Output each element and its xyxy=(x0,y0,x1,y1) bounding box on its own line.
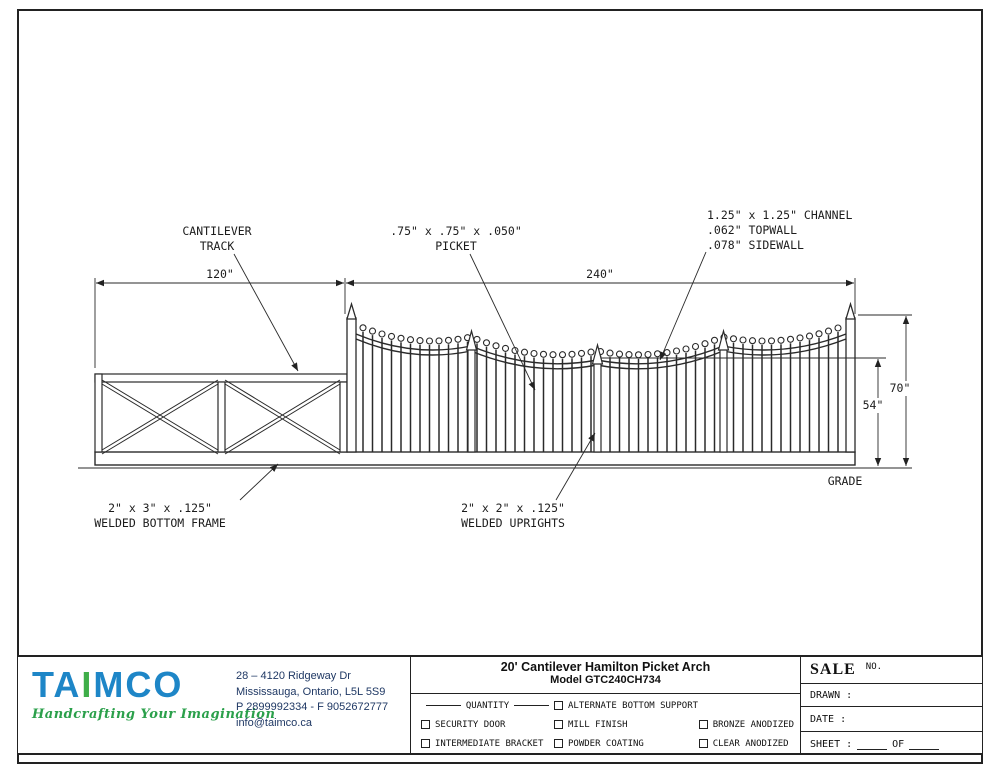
bottom-frame-label-line2: WELDED BOTTOM FRAME xyxy=(94,516,226,530)
checkbox-alternate-bottom-support xyxy=(553,701,563,710)
dim-track-width-label: 120" xyxy=(206,267,234,281)
checkbox-clear-anodized xyxy=(698,739,708,748)
option-alternate-bottom-support: ALTERNATE BOTTOM SUPPORT xyxy=(553,696,699,715)
uprights-leader xyxy=(555,432,596,501)
gate-drawing xyxy=(78,301,912,469)
logo-text-accent: I xyxy=(81,664,94,705)
checkbox-mill-finish xyxy=(553,720,563,729)
option-clear-anodized: CLEAR ANODIZED xyxy=(698,734,794,753)
option-label: BRONZE ANODIZED xyxy=(712,719,794,730)
pickets xyxy=(359,324,842,452)
bottom-frame-leader xyxy=(239,463,279,501)
quantity-rule-right xyxy=(514,705,549,706)
bottom-frame-label-line1: 2" x 3" x .125" xyxy=(108,501,212,515)
address-line-city: Mississauga, Ontario, L5L 5S9 xyxy=(236,685,386,698)
quantity-label: QUANTITY xyxy=(465,700,510,711)
checkbox-security-door xyxy=(421,720,430,729)
option-intermediate-bracket: INTERMEDIATE BRACKET xyxy=(421,734,554,753)
drawing-labels: 120" 240" 70" 54" CANTILEVER TRACK .75" … xyxy=(94,208,910,530)
dim-picket-height-label: 54" xyxy=(863,398,884,412)
dim-70-label-bg xyxy=(886,381,914,396)
sale-label: SALE xyxy=(810,661,856,678)
company-address: 28 – 4120 Ridgeway Dr Mississauga, Ontar… xyxy=(236,669,388,731)
sale-no-label: NO. xyxy=(865,661,883,672)
option-powder-coating: POWDER COATING xyxy=(553,734,699,753)
cantilever-track-label-line2: TRACK xyxy=(200,239,235,253)
checkbox-bronze-anodized xyxy=(698,720,708,729)
sheet-blank xyxy=(857,739,888,750)
drawn-field: DRAWN : xyxy=(801,684,982,707)
drawing-title-header: 20' Cantilever Hamilton Picket Arch Mode… xyxy=(411,657,800,694)
address-line-phone-fax: P 2899992334 - F 9052672777 xyxy=(236,701,389,713)
channel-leader xyxy=(659,251,707,361)
option-label: CLEAR ANODIZED xyxy=(712,738,789,749)
sale-info-section: SALE NO. DRAWN : DATE : SHEET : OF xyxy=(800,657,982,753)
dim-total-height-label: 70" xyxy=(890,381,911,395)
option-mill-finish: MILL FINISH xyxy=(553,715,699,734)
option-label: ALTERNATE BOTTOM SUPPORT xyxy=(567,700,699,711)
checkbox-intermediate-bracket xyxy=(421,739,430,748)
option-security-door: SECURITY DOOR xyxy=(421,715,554,734)
logo-tagline: Handcrafting Your Imagination xyxy=(32,707,276,722)
sheet-label: SHEET : xyxy=(810,738,853,750)
date-label: DATE : xyxy=(810,713,847,725)
option-label: INTERMEDIATE BRACKET xyxy=(435,738,544,749)
drawn-label: DRAWN : xyxy=(810,689,853,701)
dimension-lines xyxy=(94,278,912,466)
sale-no-field: SALE NO. xyxy=(801,657,982,684)
date-field: DATE : xyxy=(801,707,982,732)
channel-label-line3: .078" SIDEWALL xyxy=(707,238,804,252)
track-right-post xyxy=(339,381,348,453)
track-top-rail xyxy=(94,373,348,383)
grade-label: GRADE xyxy=(828,474,863,488)
drawing-title: 20' Cantilever Hamilton Picket Arch xyxy=(500,660,711,674)
option-label: MILL FINISH xyxy=(567,719,628,730)
dim-gate-width-label: 240" xyxy=(586,267,614,281)
option-label: POWDER COATING xyxy=(567,738,644,749)
option-label: SECURITY DOOR xyxy=(435,719,506,730)
intermediate-uprights xyxy=(465,328,730,453)
address-line-street: 28 – 4120 Ridgeway Dr xyxy=(236,670,351,682)
dim-54-label-bg xyxy=(860,398,886,413)
company-logo: TAIMCO Handcrafting Your Imagination xyxy=(32,665,276,723)
logo-wordmark: TAIMCO xyxy=(32,665,232,705)
picket-label-line1: .75" x .75" x .050" xyxy=(390,224,522,238)
quantity-header: QUANTITY xyxy=(421,696,554,715)
bottom-frame xyxy=(94,451,856,466)
sheet-field: SHEET : OF xyxy=(801,732,982,756)
options-column-3: BRONZE ANODIZED CLEAR ANODIZED xyxy=(698,696,794,753)
sheet-of-blank xyxy=(909,739,940,750)
quantity-rule-left xyxy=(426,705,461,706)
uprights-label-line1: 2" x 2" x .125" xyxy=(461,501,565,515)
picket-label-line2: PICKET xyxy=(435,239,477,253)
x-braces xyxy=(101,379,341,455)
end-posts xyxy=(346,301,856,453)
logo-text-part: MCO xyxy=(93,664,184,705)
page-border xyxy=(17,9,983,764)
option-bronze-anodized: BRONZE ANODIZED xyxy=(698,715,794,734)
options-column-1: QUANTITY SECURITY DOOR INTERMEDIATE BRAC… xyxy=(421,696,554,753)
uprights-label-line2: WELDED UPRIGHTS xyxy=(461,516,565,530)
logo-text-part: TA xyxy=(32,664,82,705)
title-block: TAIMCO Handcrafting Your Imagination 28 … xyxy=(18,655,982,755)
drawing-title-section: 20' Cantilever Hamilton Picket Arch Mode… xyxy=(410,657,800,753)
cantilever-track-label-line1: CANTILEVER xyxy=(182,224,251,238)
options-grid: QUANTITY SECURITY DOOR INTERMEDIATE BRAC… xyxy=(411,694,800,753)
options-column-2: ALTERNATE BOTTOM SUPPORT MILL FINISH POW… xyxy=(553,696,699,753)
track-mid-post xyxy=(217,381,226,453)
channel-label-line1: 1.25" x 1.25" CHANNEL xyxy=(707,208,852,222)
company-email: info@taimco.ca xyxy=(236,716,312,729)
picket-leader xyxy=(469,253,536,391)
track-left-post xyxy=(94,373,103,453)
of-label: OF xyxy=(892,738,905,750)
checkbox-powder-coating xyxy=(553,739,563,748)
drawing-model-number: Model GTC240CH734 xyxy=(550,674,661,686)
leader-lines xyxy=(233,251,707,501)
channel-label-line2: .062" TOPWALL xyxy=(707,223,797,237)
track-leader xyxy=(233,253,299,372)
